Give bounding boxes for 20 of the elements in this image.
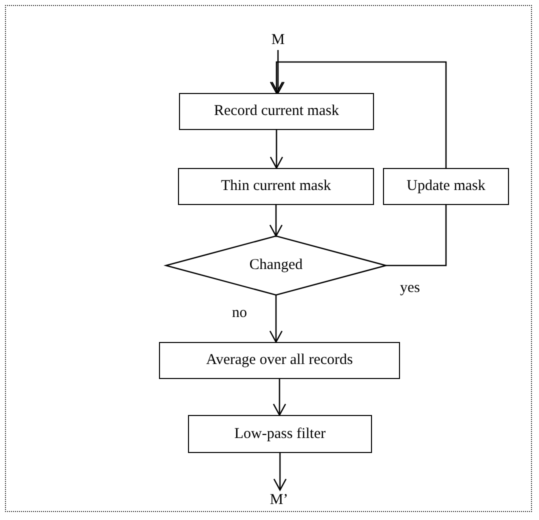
step-label: Update mask: [406, 179, 486, 194]
step-label: Changed: [249, 258, 303, 273]
process-box: [178, 168, 374, 205]
step-label: Average over all records: [206, 353, 353, 368]
arrow: [269, 205, 283, 237]
step-label: Thin current mask: [221, 179, 331, 194]
flow-terminal-label: M: [271, 32, 285, 48]
process-box: [179, 93, 374, 130]
step-label: Low-pass filter: [234, 426, 326, 442]
arrow: [272, 379, 286, 416]
flow-terminal-label: M’: [270, 492, 288, 508]
arrow: [273, 453, 287, 491]
arrow: [271, 50, 285, 94]
process-box: [159, 342, 400, 379]
process-box: [383, 168, 509, 205]
step-label: Record current mask: [214, 104, 339, 119]
arrow: [270, 61, 447, 168]
arrow: [270, 130, 284, 169]
process-box: [188, 415, 372, 453]
arrow: [269, 295, 283, 343]
